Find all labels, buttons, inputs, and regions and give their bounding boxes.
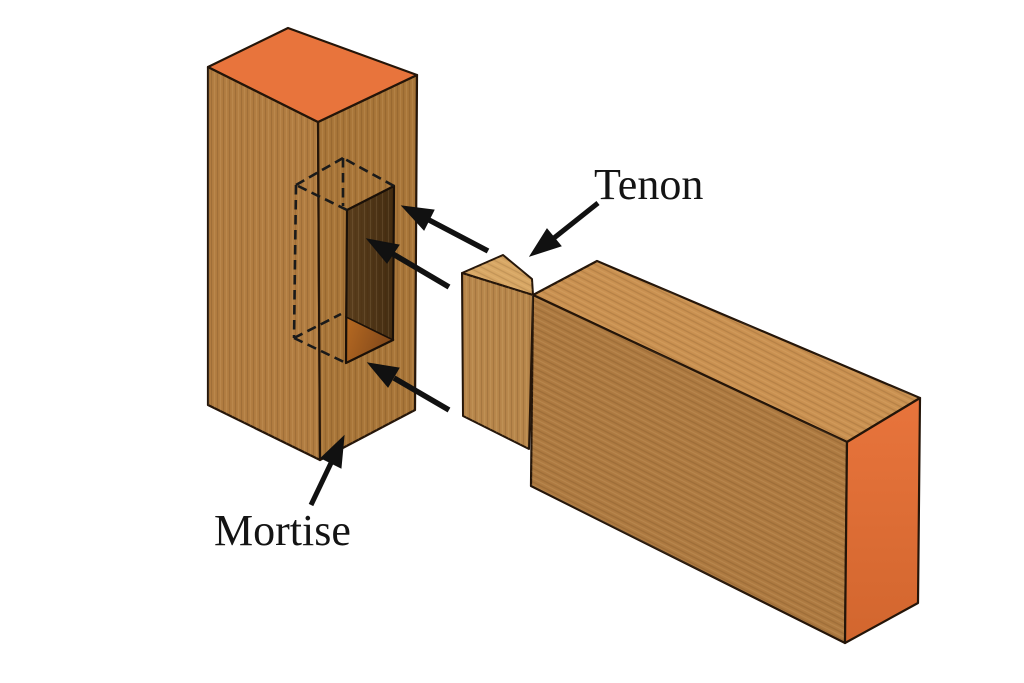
insertion-arrow-top-icon [400, 205, 490, 254]
insertion-arrow-bottom-icon [366, 362, 451, 413]
mortise-callout: Mortise [214, 434, 351, 555]
hidden-edge-bottom-front [293, 336, 347, 365]
hidden-edge-top-front [295, 183, 348, 212]
tenon-arrow-icon [528, 201, 600, 257]
insertion-arrow-middle-icon [365, 238, 451, 290]
tenon [461, 254, 534, 450]
tenon-front-grain [462, 273, 533, 449]
mortise-label: Mortise [214, 506, 351, 555]
rail-piece [529, 259, 922, 645]
hidden-edge-bottom-inner [293, 312, 342, 340]
tenon-label: Tenon [594, 160, 703, 209]
insertion-arrows [365, 205, 490, 413]
rail-front-grain [531, 295, 847, 643]
post-piece [206, 26, 419, 462]
hidden-edge-top-inner [295, 156, 344, 187]
tenon-top-grain [462, 255, 533, 295]
hidden-edge-top-back [342, 156, 395, 188]
post-left-grain [208, 67, 320, 460]
hidden-edge-left-vertical [292, 184, 298, 339]
rail-end-face [843, 396, 922, 645]
mortise-opening [344, 184, 396, 365]
post-top-face [206, 26, 419, 124]
mortise-arrow-icon [308, 434, 345, 507]
tenon-callout: Tenon [528, 160, 703, 257]
mortise-hidden-outline [292, 156, 395, 365]
mortise-opening-outline [344, 184, 396, 365]
mortise-wall-grain [346, 186, 394, 340]
rail-top-grain [533, 261, 920, 442]
